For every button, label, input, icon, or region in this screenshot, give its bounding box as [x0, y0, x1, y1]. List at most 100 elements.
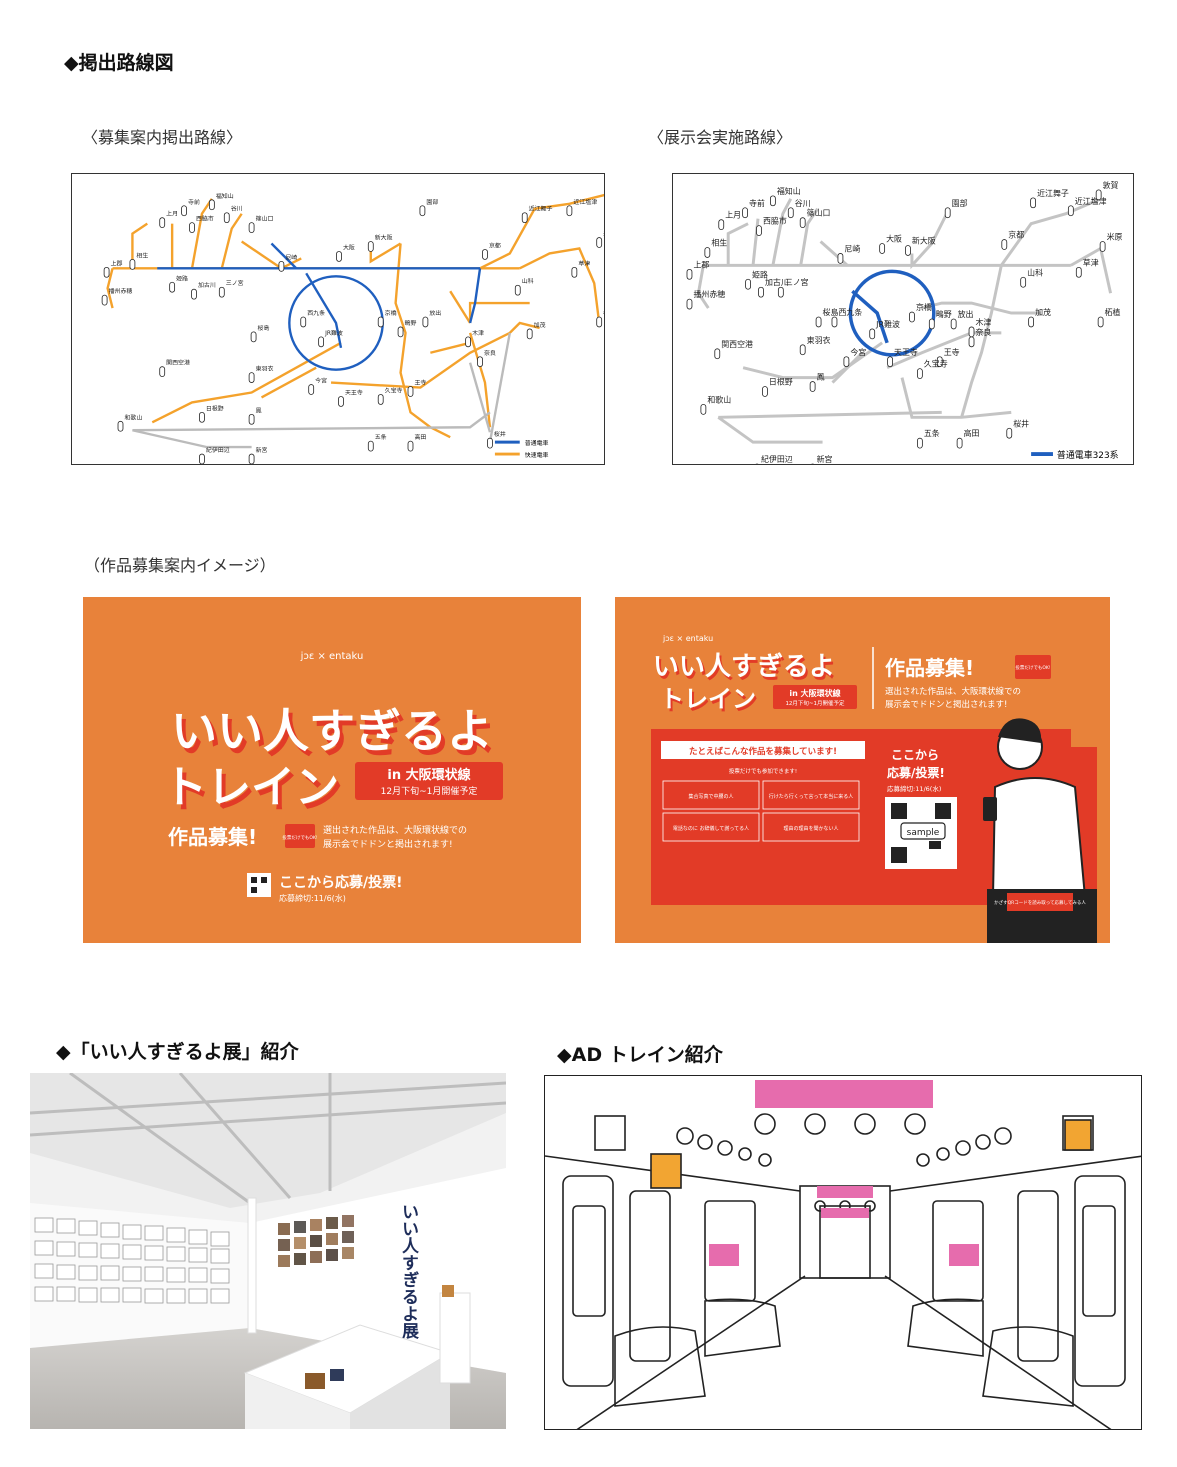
station-label: 久宝寺: [924, 359, 948, 369]
station-marker: [278, 261, 285, 272]
station-label: 五条: [375, 433, 387, 441]
station-marker: [199, 453, 205, 464]
poster-left-deadline: 応募締切:11/6(水): [279, 893, 346, 903]
station-label: 今宮: [315, 377, 327, 385]
station-marker: [1075, 266, 1082, 278]
station-label: 京都: [1008, 230, 1024, 240]
station-marker: [837, 253, 844, 264]
poster-right-badge: [773, 685, 857, 709]
poster-left-svg: jɔɛ × entaku いい人すぎるよ いい人すぎるよ トレイン トレイン i…: [83, 597, 581, 943]
station-label: 桜島: [258, 324, 270, 332]
exhibit-routes-subheading: 〈展示会実施路線〉: [648, 128, 793, 147]
poster-right-brand: jɔɛ × entaku: [662, 634, 713, 643]
station-marker: [869, 328, 876, 340]
poster-left-badge-line1: in 大阪環状線: [387, 767, 471, 783]
station-marker: [1095, 189, 1102, 201]
poster-right-deadline: 応募締切:11/6(水): [887, 784, 941, 793]
station-marker: [159, 366, 166, 377]
poster-right-bubble-text: 投票だけでもOK!: [1015, 664, 1050, 671]
station-label: 上郡: [111, 259, 123, 267]
poster-left-badge: [355, 762, 503, 800]
station-marker: [950, 318, 957, 330]
station-label: 谷川: [231, 205, 243, 213]
station-label: 天王寺: [345, 388, 363, 396]
station-marker: [596, 237, 603, 248]
station-label: 三ノ宮: [785, 277, 809, 287]
poster-left-brand: jɔɛ × entaku: [300, 651, 364, 662]
station-label: 篠山口: [256, 215, 274, 223]
poster-left-qr[interactable]: [247, 873, 271, 897]
station-marker: [968, 326, 975, 338]
right-window-ad: [949, 1244, 979, 1266]
station-marker: [1028, 316, 1034, 328]
station-label: 加茂: [534, 321, 546, 329]
station-marker: [1099, 241, 1106, 252]
example-card-text: 行けたら行くって言って本当に来る人: [769, 793, 854, 800]
station-label: 園部: [426, 198, 438, 206]
station-marker: [248, 372, 255, 383]
station-label: 上郡: [693, 260, 709, 269]
station-marker: [250, 331, 257, 343]
station-marker: [514, 284, 521, 296]
station-label: JR難波: [875, 319, 900, 329]
poster-right-caption-bg: [1007, 893, 1073, 911]
station-marker: [831, 316, 838, 328]
poster-right-desc1: 選出された作品は、大阪環状線での: [885, 686, 1021, 697]
station-marker: [718, 219, 725, 231]
station-marker: [799, 217, 806, 229]
station-label: 播州赤穂: [109, 287, 133, 295]
station-label: 近江塩津: [573, 198, 597, 206]
station-label: 相生: [136, 251, 148, 259]
poster-left-bubble-text: 投票だけでもOK!: [282, 834, 317, 841]
route-map-exhibit: 福知山谷川篠山口寺前西脇市上月相生上郡播州赤穂姫路加古川三ノ宮尼崎大阪新大阪京都…: [672, 173, 1134, 465]
station-marker: [1067, 205, 1074, 217]
map-legend: 普通電車 快速電車: [494, 439, 549, 459]
station-marker: [762, 386, 768, 397]
station-marker: [169, 281, 176, 293]
station-label: 姫路: [176, 274, 188, 282]
station-label: 尼崎: [844, 243, 860, 253]
station-label: 王寺: [414, 379, 426, 387]
poster-right-title-shadow: いい人すぎるよ: [655, 655, 837, 685]
station-marker: [129, 259, 136, 270]
example-card-text: 理由の理由を聞かない人: [783, 825, 838, 832]
station-marker: [917, 437, 923, 449]
station-marker: [526, 328, 533, 340]
station-marker: [686, 268, 693, 280]
station-label: 谷川: [795, 199, 811, 208]
station-marker: [407, 386, 414, 397]
station-label: 桜井: [1013, 418, 1029, 428]
station-label: 奈良: [484, 349, 496, 357]
poster-right-caption: かざすQRコードを読み取って応募してみる人: [994, 899, 1086, 906]
station-label: 東羽衣: [807, 335, 831, 345]
station-marker: [218, 286, 225, 298]
poster-left-title-shadow: いい人すぎるよ: [175, 709, 497, 763]
station-marker: [571, 266, 578, 278]
station-marker: [905, 245, 911, 256]
station-label: 王寺: [944, 348, 960, 357]
station-label: 寺前: [188, 198, 200, 206]
station-marker: [917, 368, 923, 379]
station-label: 播州赤穂: [693, 289, 725, 299]
poster-right-example-header-bg: [661, 741, 865, 759]
station-label: 東羽衣: [256, 365, 274, 373]
station-label: 和歌山: [124, 413, 142, 421]
far-ceiling-ad: [817, 1186, 873, 1198]
station-marker: [367, 241, 374, 252]
station-label: 福知山: [216, 192, 234, 200]
left-ceiling-ad: [650, 1153, 682, 1189]
station-label: 京橋: [385, 309, 397, 317]
station-label: 草津: [578, 259, 590, 267]
route-map-recruit: 福知山谷川篠山口寺前西脇市上月相生上郡播州赤穂姫路加古川三ノ宮尼崎大阪新大阪京都…: [71, 173, 605, 465]
station-label: 柘植: [603, 309, 604, 317]
station-marker: [487, 437, 493, 449]
station-label: 新宮: [256, 446, 268, 454]
station-label: 加茂: [1035, 307, 1051, 317]
station-marker: [248, 413, 255, 425]
station-label: 高田: [964, 428, 980, 438]
example-card-text: 集合写真で中腰の人: [688, 793, 733, 800]
station-label: 相生: [711, 238, 727, 248]
station-marker: [159, 217, 166, 229]
station-label: JR難波: [324, 329, 343, 337]
station-marker: [944, 207, 951, 219]
